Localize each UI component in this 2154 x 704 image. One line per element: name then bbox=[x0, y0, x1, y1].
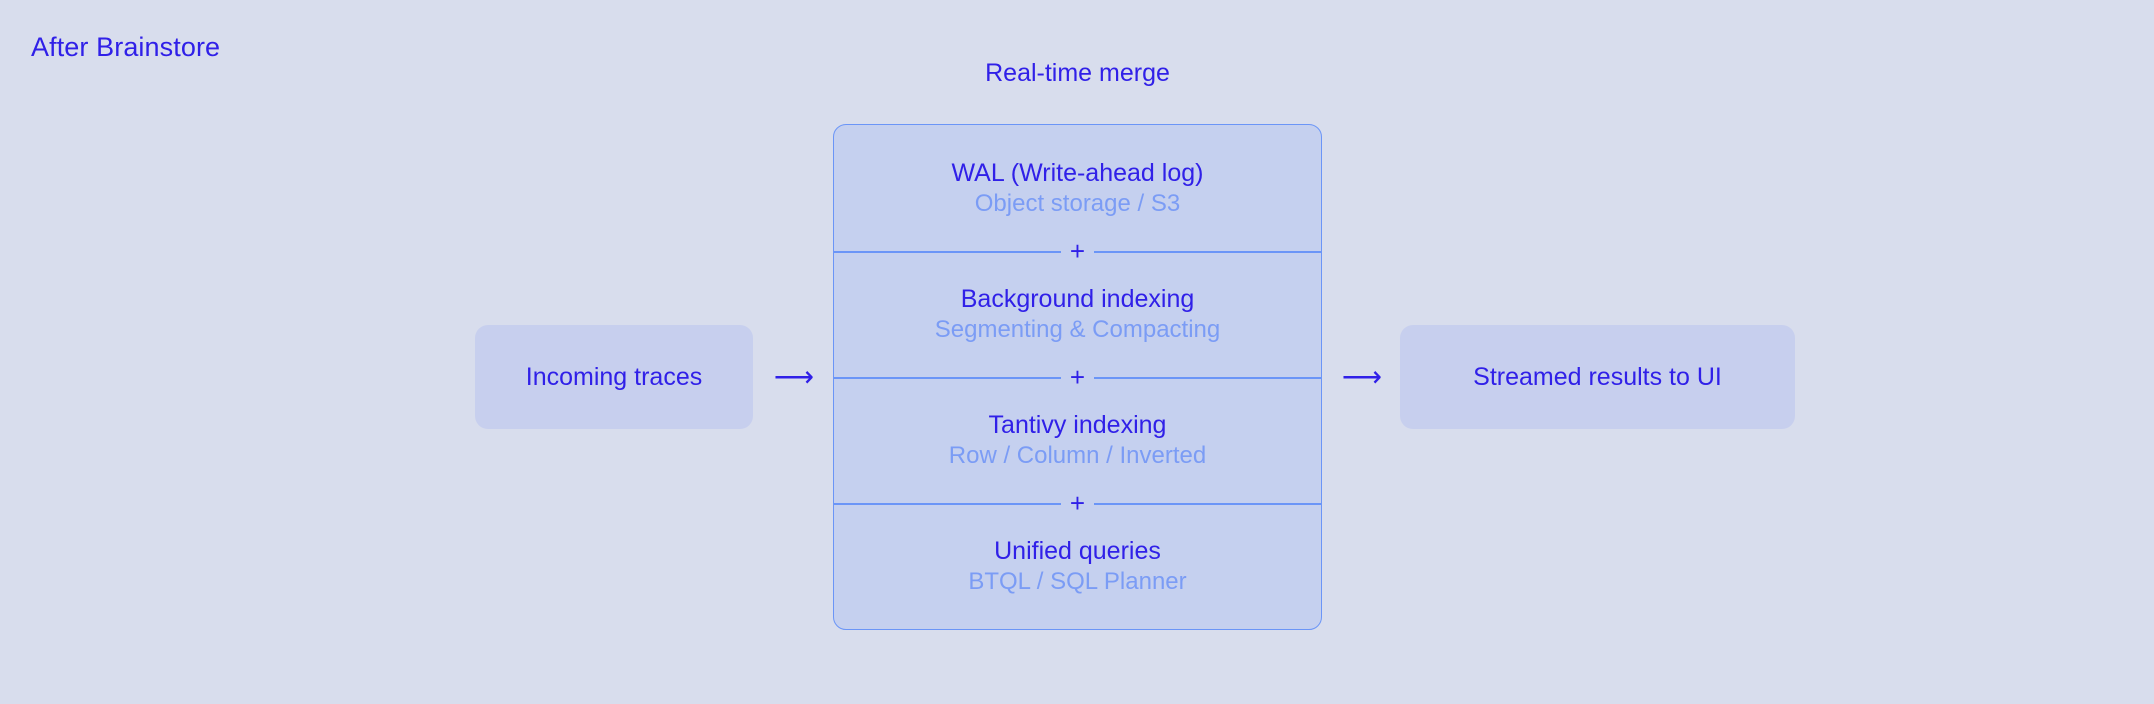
divider-rule-right bbox=[1094, 251, 1321, 253]
stack-row-wal[interactable]: WAL (Write-ahead log) Object storage / S… bbox=[834, 125, 1321, 264]
output-box-streamed-results[interactable]: Streamed results to UI bbox=[1400, 325, 1795, 429]
stack-row-title: Background indexing bbox=[960, 284, 1195, 313]
stack-row-subtitle: BTQL / SQL Planner bbox=[968, 567, 1187, 595]
plus-icon: + bbox=[1069, 362, 1086, 392]
divider-rule-left bbox=[834, 251, 1061, 253]
stack-row-unified-queries[interactable]: Unified queries BTQL / SQL Planner bbox=[834, 503, 1321, 629]
stack-row-subtitle: Segmenting & Compacting bbox=[934, 315, 1221, 343]
real-time-merge-stack: WAL (Write-ahead log) Object storage / S… bbox=[833, 124, 1322, 630]
arrow-right-icon-input-to-stack: ⟶ bbox=[773, 361, 815, 392]
stack-row-tantivy-indexing[interactable]: Tantivy indexing Row / Column / Inverted… bbox=[834, 377, 1321, 516]
stack-row-subtitle: Object storage / S3 bbox=[974, 189, 1181, 217]
input-box-incoming-traces[interactable]: Incoming traces bbox=[475, 325, 753, 429]
divider-rule-right bbox=[1094, 503, 1321, 505]
plus-icon: + bbox=[1069, 488, 1086, 518]
stack-row-title: Unified queries bbox=[994, 536, 1161, 565]
arrow-right-icon-stack-to-output: ⟶ bbox=[1341, 361, 1383, 392]
divider-rule-left bbox=[834, 377, 1061, 379]
stack-row-background-indexing[interactable]: Background indexing Segmenting & Compact… bbox=[834, 251, 1321, 390]
stack-heading: Real-time merge bbox=[985, 59, 1170, 87]
plus-icon: + bbox=[1069, 236, 1086, 266]
output-box-label: Streamed results to UI bbox=[1473, 362, 1722, 391]
stack-row-subtitle: Row / Column / Inverted bbox=[948, 441, 1207, 469]
divider-rule-right bbox=[1094, 377, 1321, 379]
stack-row-title: Tantivy indexing bbox=[988, 410, 1167, 439]
divider-rule-left bbox=[834, 503, 1061, 505]
stack-row-title: WAL (Write-ahead log) bbox=[951, 158, 1204, 187]
input-box-label: Incoming traces bbox=[525, 362, 703, 391]
page-title: After Brainstore bbox=[31, 32, 221, 62]
